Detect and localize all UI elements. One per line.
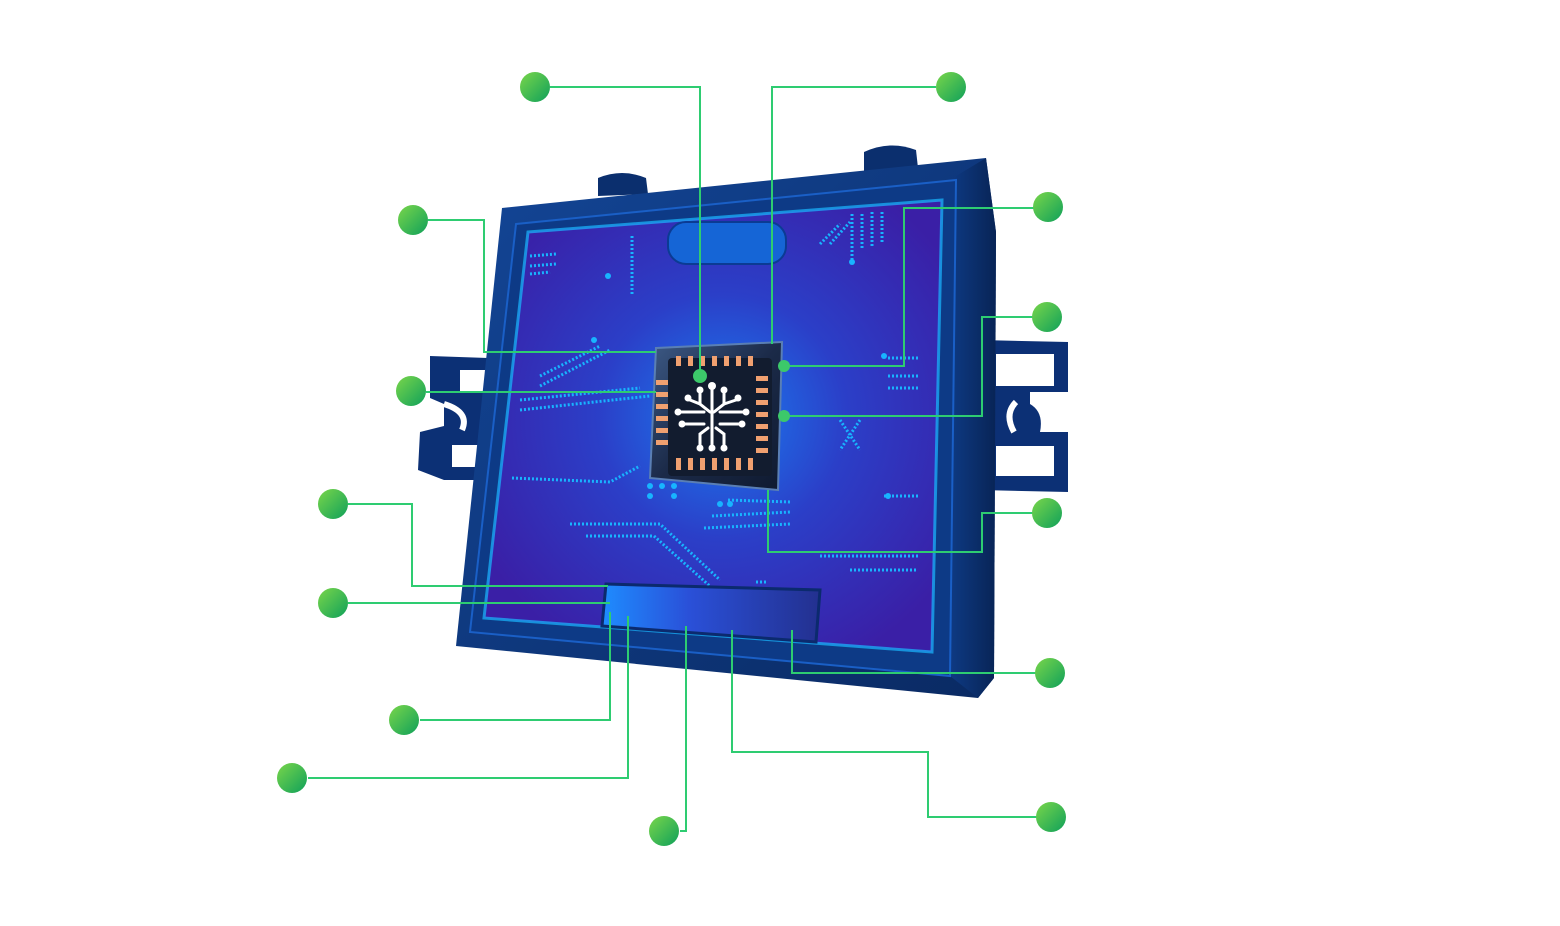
leader-line-top-right-1 xyxy=(771,86,936,344)
top-tab-right xyxy=(864,145,918,172)
top-tab-left xyxy=(598,173,648,196)
callout-dot-bottom-right-1[interactable] xyxy=(1036,802,1066,832)
callout-dot-right-1[interactable] xyxy=(1033,192,1063,222)
bottom-connector xyxy=(600,582,822,644)
leader-line-bottom-right-1 xyxy=(731,630,1038,818)
leader-line-right-4 xyxy=(791,630,1038,674)
leader-line-top-left-1 xyxy=(550,86,701,376)
callout-dot-bottom-left-1[interactable] xyxy=(389,705,419,735)
callout-dot-top-left-1[interactable] xyxy=(520,72,550,102)
leader-line-right-3 xyxy=(767,490,1034,553)
callout-dot-left-1[interactable] xyxy=(398,205,428,235)
leader-line-bottom-left-1 xyxy=(420,612,611,721)
via-dots xyxy=(591,259,891,507)
callout-dot-left-3[interactable] xyxy=(318,489,348,519)
callout-dot-bottom-1[interactable] xyxy=(649,816,679,846)
module-body xyxy=(418,145,1068,698)
leader-line-bottom-1 xyxy=(680,626,687,832)
leader-line-left-3 xyxy=(348,503,608,587)
frame-bevel-right xyxy=(950,158,996,698)
leader-line-bottom-left-2 xyxy=(308,616,629,779)
callout-dot-bottom-left-2[interactable] xyxy=(277,763,307,793)
leader-line-right-2 xyxy=(784,316,1034,417)
chip-circuit-nodes xyxy=(674,382,750,452)
processor-chip xyxy=(648,340,784,492)
top-slot xyxy=(667,221,787,265)
callout-dot-right-3[interactable] xyxy=(1032,498,1062,528)
callout-dot-right-4[interactable] xyxy=(1035,658,1065,688)
chip-die xyxy=(668,358,772,476)
callout-dot-left-2[interactable] xyxy=(396,376,426,406)
chip-pins xyxy=(656,356,768,470)
right-bracket xyxy=(980,340,1068,492)
callout-dot-left-4[interactable] xyxy=(318,588,348,618)
leader-line-left-1 xyxy=(428,219,656,353)
callout-lines xyxy=(308,86,1038,832)
callout-dot-right-2[interactable] xyxy=(1032,302,1062,332)
callout-dots xyxy=(277,72,1066,846)
chip-anchor-points xyxy=(693,360,790,422)
callout-dot-top-right-1[interactable] xyxy=(936,72,966,102)
board-glow xyxy=(482,198,944,654)
chip-circuit-icon xyxy=(678,386,746,448)
leader-line-right-1 xyxy=(784,207,1034,367)
left-bracket xyxy=(418,356,488,480)
